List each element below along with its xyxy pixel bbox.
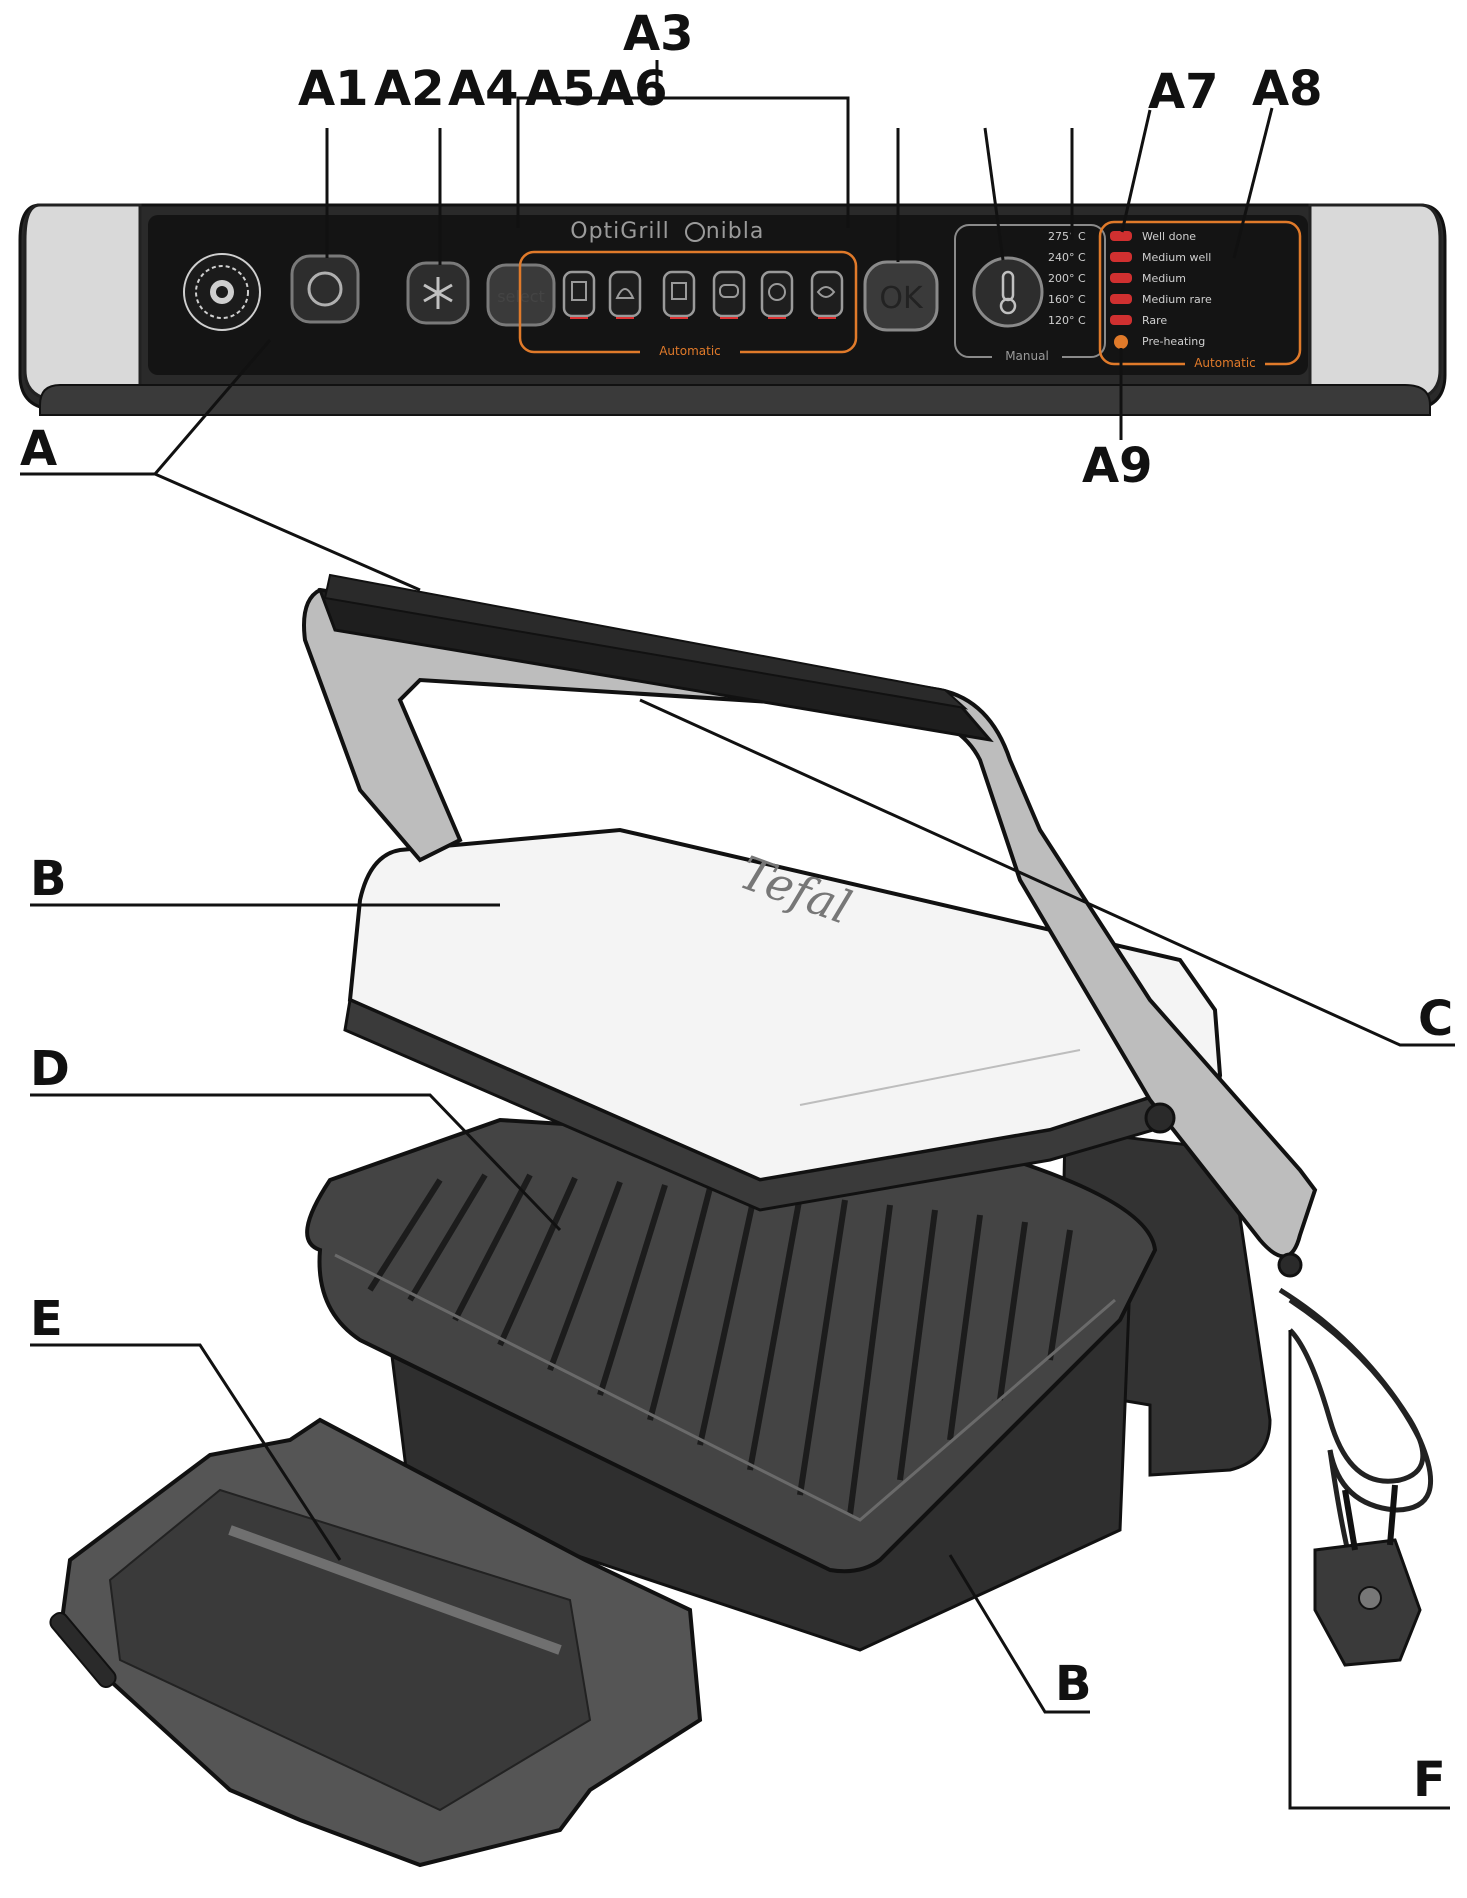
- callout-c: C: [1418, 991, 1453, 1047]
- power-icon: [307, 271, 343, 307]
- program-pork-icon[interactable]: [760, 270, 794, 319]
- doneness-rare: Rare: [1142, 314, 1167, 327]
- preheat-led: [1114, 335, 1128, 349]
- callout-a1: A1: [298, 61, 369, 117]
- grill-ridges: [367, 1173, 1073, 1516]
- callout-e: E: [30, 1291, 63, 1347]
- callout-b-top: B: [30, 851, 67, 907]
- ok-button[interactable]: OK: [863, 260, 939, 332]
- power-button[interactable]: [290, 254, 360, 324]
- control-panel: select Automatic OptiGrill nibla OK Manu…: [18, 203, 1447, 416]
- top-leader-lines: [325, 60, 1274, 440]
- temperature-list: 275° C 240° C 200° C 160° C 120° C: [1048, 230, 1086, 327]
- power-cord: [1278, 1287, 1434, 1561]
- hinge-pin-lower: [1277, 1252, 1303, 1278]
- brand-mark: nibla: [706, 219, 765, 244]
- program-icons: [562, 270, 844, 319]
- frozen-button[interactable]: [406, 261, 470, 325]
- callout-a9: A9: [1082, 438, 1153, 494]
- manual-label: Manual: [1005, 349, 1049, 363]
- callout-a5: A5: [525, 61, 596, 117]
- callout-f: F: [1413, 1752, 1446, 1808]
- right-end-cap: [1308, 203, 1442, 402]
- power-plug-icon: [1313, 1484, 1422, 1667]
- snowflake-icon: [423, 277, 453, 309]
- ok-label: OK: [879, 281, 924, 316]
- handle-top-surface: [323, 573, 969, 710]
- program-burger-icon[interactable]: [562, 270, 596, 319]
- callout-a3: A3: [623, 6, 694, 62]
- callout-a6: A6: [597, 61, 668, 117]
- automatic-label: Automatic: [659, 344, 721, 358]
- temp-240: 240° C: [1048, 251, 1086, 264]
- bottom-grill-plate: [305, 1117, 1158, 1574]
- doneness-well-done: Well done: [1142, 230, 1196, 243]
- doneness-medium: Medium: [1142, 272, 1186, 285]
- grill-illustration: Tefal: [49, 573, 1434, 1868]
- doneness-pre-heating: Pre-heating: [1142, 335, 1205, 348]
- top-plate-cover: [347, 827, 1223, 1183]
- brand-emblem-icon: [685, 222, 705, 242]
- left-end-cap: [23, 203, 142, 402]
- safety-seal-icon: [183, 253, 261, 331]
- callout-a2: A2: [374, 61, 445, 117]
- program-poultry-icon[interactable]: [608, 270, 642, 319]
- doneness-leds: [1110, 231, 1132, 349]
- program-fish-icon[interactable]: [810, 270, 844, 319]
- callout-a4: A4: [448, 61, 519, 117]
- lower-leader-lines: [20, 339, 1455, 1810]
- brand-name: OptiGrill: [570, 219, 669, 244]
- callout-a8: A8: [1252, 61, 1323, 117]
- doneness-medium-well: Medium well: [1142, 251, 1211, 264]
- callout-d: D: [30, 1041, 70, 1097]
- temp-200: 200° C: [1048, 272, 1086, 285]
- temp-275: 275° C: [1048, 230, 1086, 243]
- callout-a7: A7: [1148, 64, 1219, 120]
- automatic-label-right: Automatic: [1194, 356, 1256, 370]
- temp-120: 120° C: [1048, 314, 1086, 327]
- doneness-list: Well done Medium well Medium Medium rare…: [1142, 230, 1212, 348]
- hinge-pin-upper: [1144, 1102, 1176, 1134]
- temp-160: 160° C: [1048, 293, 1086, 306]
- callout-a: A: [20, 421, 57, 477]
- callout-b-bottom: B: [1055, 1656, 1092, 1712]
- handle-arm: [302, 587, 1318, 1259]
- thermometer-icon: [999, 270, 1017, 315]
- doneness-medium-rare: Medium rare: [1142, 293, 1212, 306]
- manual-mode-button[interactable]: [972, 256, 1044, 328]
- program-sausage-icon[interactable]: [712, 270, 746, 319]
- program-sandwich-icon[interactable]: [662, 270, 696, 319]
